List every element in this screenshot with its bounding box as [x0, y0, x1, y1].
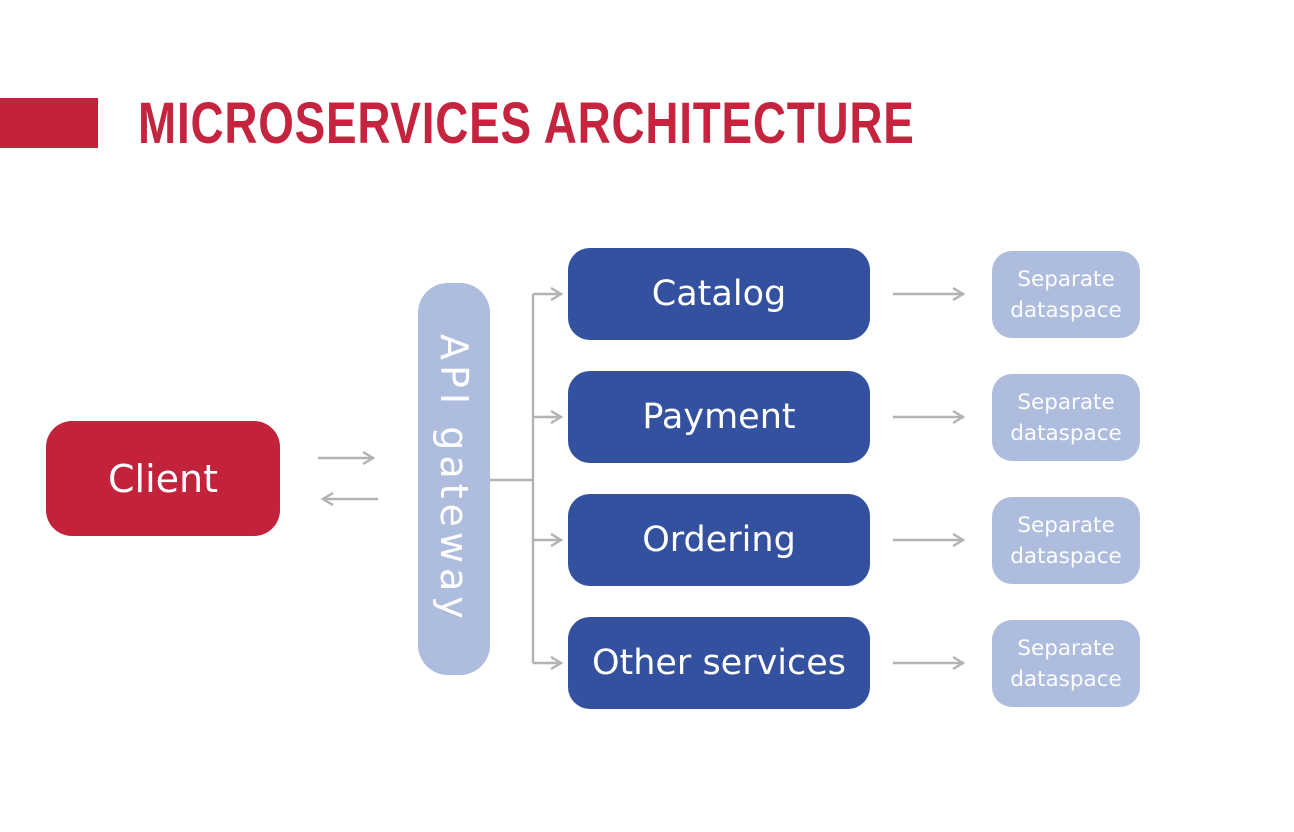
service-node-other-services: Other services [568, 617, 870, 709]
service-label: Ordering [642, 520, 796, 560]
dataspace-node-other-services: Separate dataspace [992, 620, 1140, 707]
dataspace-node-payment: Separate dataspace [992, 374, 1140, 461]
page-title-text: MICROSERVICES ARCHITECTURE [138, 90, 915, 156]
dataspace-label-line2: dataspace [1010, 666, 1122, 692]
dataspace-label-line2: dataspace [1010, 543, 1122, 569]
api-gateway-node: API gateway [418, 283, 490, 675]
service-node-catalog: Catalog [568, 248, 870, 340]
dataspace-label-line1: Separate [1017, 266, 1115, 292]
service-node-payment: Payment [568, 371, 870, 463]
service-label: Catalog [651, 274, 787, 314]
dataspace-node-ordering: Separate dataspace [992, 497, 1140, 584]
dataspace-node-catalog: Separate dataspace [992, 251, 1140, 338]
dataspace-label-line2: dataspace [1010, 420, 1122, 446]
title-accent-bar [0, 98, 98, 148]
service-node-ordering: Ordering [568, 494, 870, 586]
client-node: Client [46, 421, 280, 536]
dataspace-label-line1: Separate [1017, 512, 1115, 538]
dataspace-label-line1: Separate [1017, 389, 1115, 415]
service-label: Other services [591, 643, 847, 683]
api-gateway-label: API gateway [432, 334, 476, 624]
dataspace-label-line2: dataspace [1010, 297, 1122, 323]
client-label: Client [107, 456, 218, 501]
service-label: Payment [642, 397, 796, 437]
page-title: MICROSERVICES ARCHITECTURE [138, 91, 1121, 156]
dataspace-label-line1: Separate [1017, 635, 1115, 661]
